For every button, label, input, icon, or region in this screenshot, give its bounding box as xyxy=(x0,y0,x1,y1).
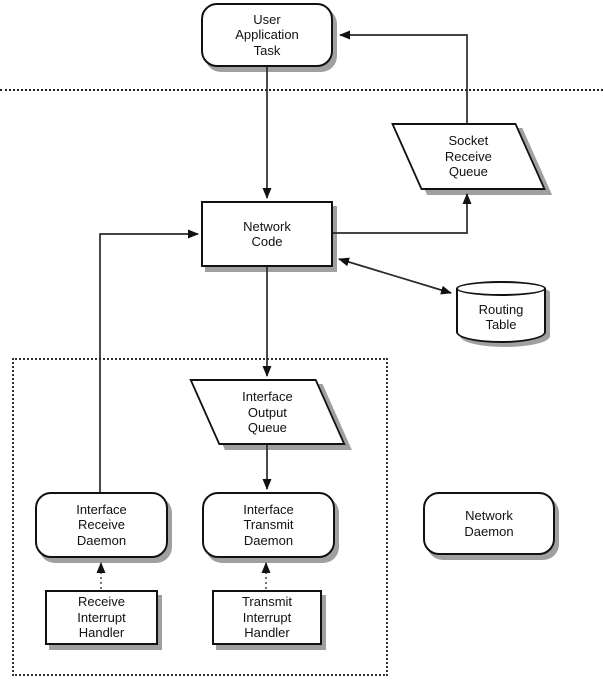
edge-networkcode-to-socketqueue xyxy=(333,193,472,234)
node-network-code: Network Code xyxy=(201,201,333,267)
node-label: Interface Receive Daemon xyxy=(76,501,127,548)
node-label: Receive Interrupt Handler xyxy=(77,594,126,641)
node-label: Interface Output Queue xyxy=(242,388,293,435)
node-interface-transmit-daemon: Interface Transmit Daemon xyxy=(202,492,335,558)
node-label: Transmit Interrupt Handler xyxy=(241,594,293,641)
node-label: Interface Transmit Daemon xyxy=(243,501,294,548)
node-transmit-interrupt-handler: Transmit Interrupt Handler xyxy=(212,590,322,645)
node-label: Network Daemon xyxy=(464,508,514,539)
cylinder-body xyxy=(456,288,546,343)
node-socket-receive-queue: Socket Receive Queue xyxy=(391,123,546,190)
node-receive-interrupt-handler: Receive Interrupt Handler xyxy=(45,590,158,645)
edge-networkcode-routingtable-bidirectional xyxy=(338,257,452,295)
user-kernel-boundary-divider xyxy=(0,89,603,91)
cylinder-top-ellipse xyxy=(456,281,546,296)
node-label: User Application Task xyxy=(235,11,299,58)
interface-layer-dashed-box xyxy=(12,358,388,676)
node-interface-receive-daemon: Interface Receive Daemon xyxy=(35,492,168,558)
node-label: Socket Receive Queue xyxy=(445,133,492,180)
node-user-application-task: User Application Task xyxy=(201,3,333,67)
node-label: Network Code xyxy=(243,218,291,250)
node-routing-table: Routing Table xyxy=(456,281,546,343)
edge-socketqueue-to-userapp xyxy=(339,30,468,123)
node-network-daemon: Network Daemon xyxy=(423,492,555,555)
node-label: Routing Table xyxy=(478,301,524,333)
